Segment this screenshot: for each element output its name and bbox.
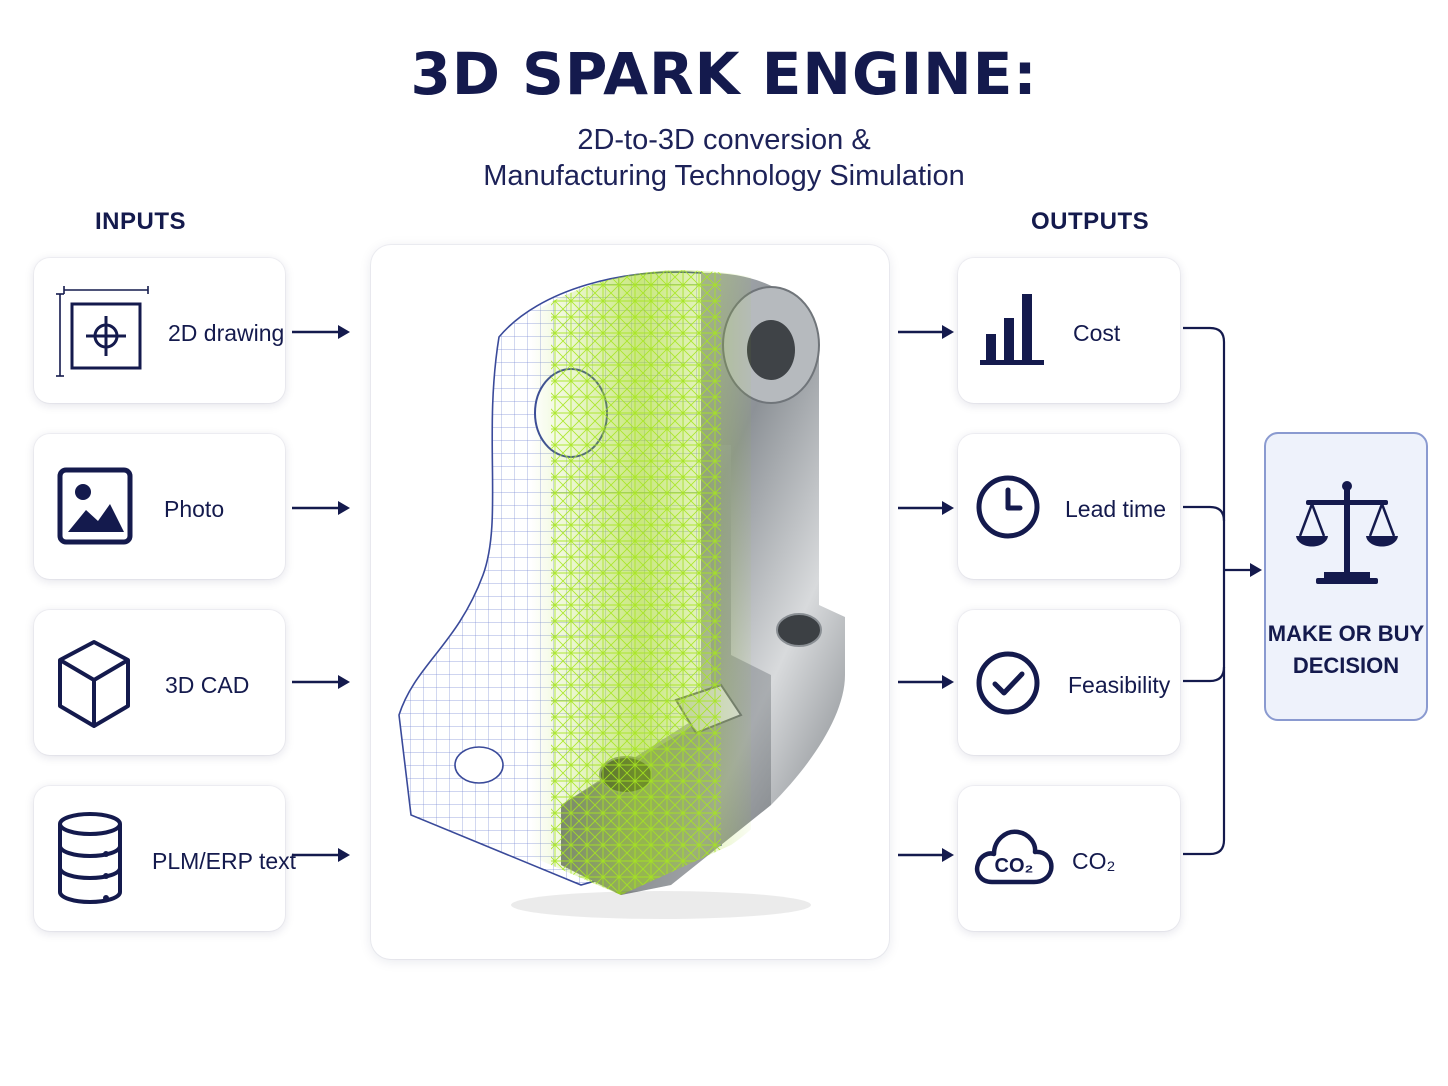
input-label-2d-drawing: 2D drawing	[168, 320, 285, 346]
arrow-output-2	[898, 501, 954, 515]
part-visual-card	[371, 245, 889, 959]
co2-icon-text: CO₂	[995, 855, 1034, 877]
inputs-heading: INPUTS	[95, 208, 187, 235]
output-card-co2[interactable]: CO₂ CO₂	[958, 786, 1180, 931]
drawing-icon	[56, 286, 149, 377]
input-label-plm-erp: PLM/ERP text	[152, 848, 297, 874]
arrow-input-1	[292, 325, 350, 339]
check-circle-icon	[976, 651, 1040, 715]
arrow-output-4	[898, 848, 954, 862]
bar-chart-icon	[980, 294, 1044, 365]
scales-icon	[1296, 481, 1398, 584]
output-card-cost[interactable]: Cost	[958, 258, 1180, 403]
image-icon	[57, 467, 133, 545]
subtitle-line-1: 2D-to-3D conversion &	[577, 124, 871, 156]
database-icon	[58, 812, 122, 904]
arrow-input-4	[292, 848, 350, 862]
input-label-photo: Photo	[164, 496, 225, 522]
arrow-input-3	[292, 675, 350, 689]
output-label-co2: CO₂	[1072, 848, 1116, 874]
arrow-output-1	[898, 325, 954, 339]
subtitle-line-2: Manufacturing Technology Simulation	[483, 160, 965, 192]
arrow-output-3	[898, 675, 954, 689]
co2-cloud-icon: CO₂	[974, 829, 1054, 885]
decision-label-line-2: DECISION	[1292, 653, 1400, 678]
output-label-lead-time: Lead time	[1065, 496, 1167, 522]
decision-label-line-1: MAKE OR BUY	[1267, 621, 1425, 646]
page-title: 3D SPARK ENGINE:	[410, 40, 1038, 108]
input-card-plm-erp[interactable]: PLM/ERP text	[34, 786, 296, 931]
bracket-part-illustration	[398, 270, 845, 919]
input-label-3d-cad: 3D CAD	[165, 672, 250, 698]
input-card-photo[interactable]: Photo	[34, 434, 285, 579]
make-or-buy-decision-box[interactable]: MAKE OR BUY DECISION	[1264, 432, 1428, 721]
input-card-3d-cad[interactable]: 3D CAD	[34, 610, 285, 755]
clock-icon	[976, 475, 1040, 539]
decision-label: MAKE OR BUY DECISION	[1266, 618, 1426, 682]
arrow-input-2	[292, 501, 350, 515]
output-label-feasibility: Feasibility	[1068, 672, 1171, 698]
input-card-2d-drawing[interactable]: 2D drawing	[34, 258, 285, 403]
output-card-lead-time[interactable]: Lead time	[958, 434, 1180, 579]
outputs-heading: OUTPUTS	[1031, 208, 1150, 235]
cube-icon	[58, 640, 130, 728]
output-label-cost: Cost	[1073, 320, 1121, 346]
output-card-feasibility[interactable]: Feasibility	[958, 610, 1180, 755]
